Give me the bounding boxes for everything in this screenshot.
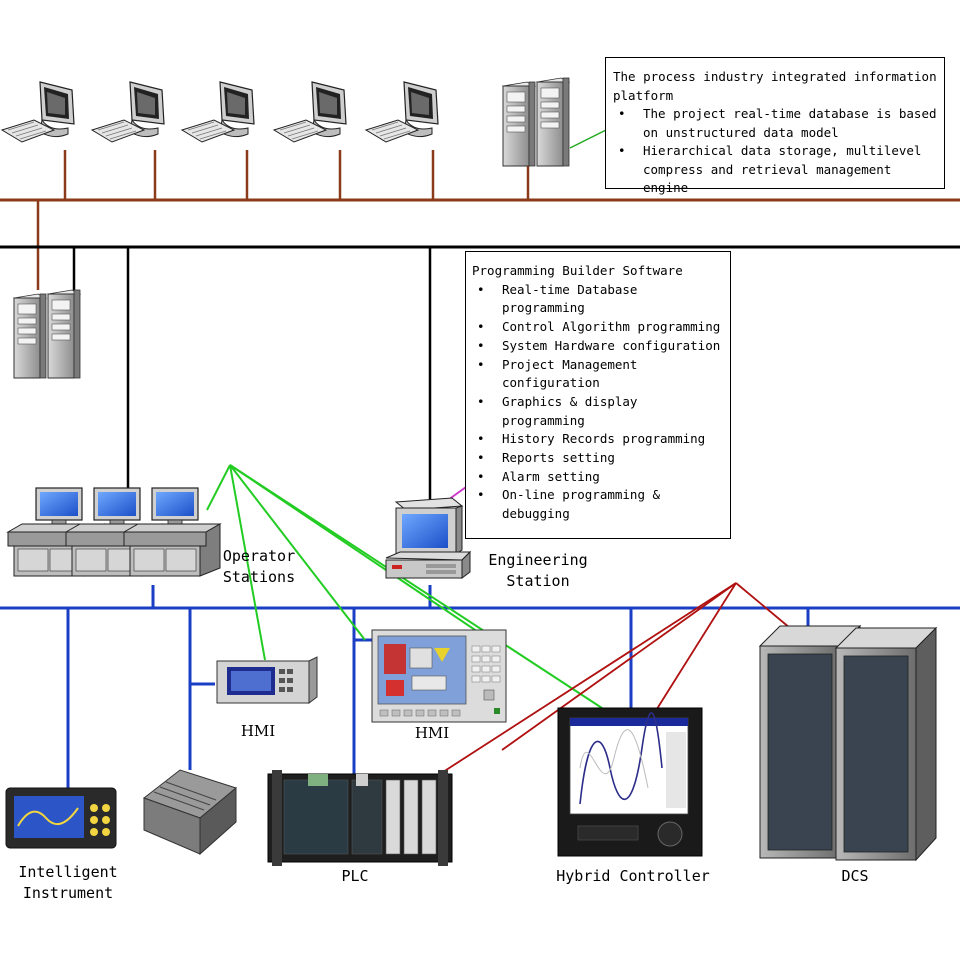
list-item: Project Management configuration	[477, 356, 726, 393]
platform-box-list: The project real-time database is based …	[613, 105, 938, 198]
monitor-keyboard-icon	[273, 81, 347, 143]
plc-rack-icon	[267, 770, 453, 866]
list-item: The project real-time database is based …	[618, 105, 938, 142]
operator-console-icon	[7, 487, 221, 577]
control-network-drops	[72, 247, 432, 500]
dcs-label: DCS	[841, 867, 869, 885]
instrument-icon	[5, 787, 117, 849]
builder-box-title: Programming Builder Software	[472, 263, 683, 278]
builder-box-list: Real-time Database programming Control A…	[472, 281, 726, 524]
server-rack-icon	[13, 289, 81, 379]
monitor-keyboard-icon	[1, 81, 75, 143]
recorder-icon	[557, 707, 703, 857]
list-item: History Records programming	[477, 430, 726, 449]
platform-info-box: The process industry integrated informat…	[605, 57, 945, 195]
builder-software-box: Programming Builder Software Real-time D…	[465, 251, 731, 539]
list-item: Real-time Database programming	[477, 281, 726, 318]
hybrid-controller-label: Hybrid Controller	[556, 867, 710, 885]
operator-stations-label: Operator Stations	[222, 547, 296, 586]
list-item: Hierarchical data storage, multilevel co…	[618, 142, 938, 198]
list-item: Alarm setting	[477, 468, 726, 487]
software-links	[206, 464, 606, 711]
hmi-panel-icon	[371, 629, 507, 723]
platform-box-title: The process industry integrated informat…	[613, 69, 937, 103]
monitor-keyboard-icon	[181, 81, 255, 143]
platform-callout-pointer	[569, 129, 607, 149]
list-item: Graphics & display programming	[477, 393, 726, 430]
info-network-drops	[36, 150, 530, 290]
list-item: System Hardware configuration	[477, 337, 726, 356]
list-item: Reports setting	[477, 449, 726, 468]
hardware-links	[442, 582, 791, 773]
engineering-station-label: Engineering Station	[488, 551, 588, 590]
list-item: On-line programming & debugging	[477, 486, 726, 523]
hmi-small-label: HMI	[240, 722, 276, 740]
plc-label: PLC	[341, 867, 369, 885]
monitor-keyboard-icon	[91, 81, 165, 143]
hmi-panel-label: HMI	[414, 724, 450, 742]
io-module-icon	[142, 769, 238, 856]
engineering-pc-icon	[385, 497, 472, 579]
workstations	[1, 81, 439, 143]
hmi-panel-icon	[216, 656, 318, 704]
intelligent-instrument-label: Intelligent Instrument	[18, 863, 118, 902]
server-rack-icon	[502, 77, 570, 167]
dcs-cabinet-icon	[759, 625, 937, 861]
list-item: Control Algorithm programming	[477, 318, 726, 337]
monitor-keyboard-icon	[365, 81, 439, 143]
